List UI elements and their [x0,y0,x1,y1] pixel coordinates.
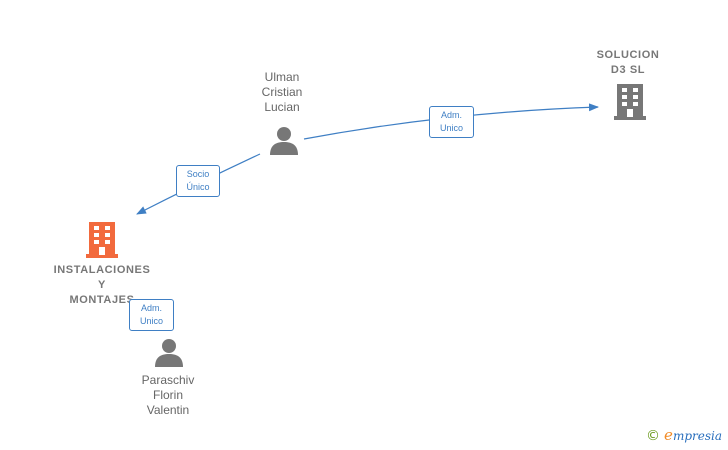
node-paraschiv-label: Paraschiv Florin Valentin [141,373,195,417]
copyright-symbol: © [646,428,661,444]
node-ulman[interactable]: Ulman Cristian Lucian [234,70,330,115]
node-paraschiv[interactable]: Paraschiv Florin Valentin [120,373,216,418]
building-icon[interactable] [614,84,646,120]
person-icon[interactable] [153,338,185,368]
node-solucion[interactable]: SOLUCION D3 SL [586,48,670,78]
building-icon[interactable] [86,222,118,258]
edge-tag-adm-instalaciones[interactable]: Adm. Unico [129,299,174,331]
edge-tag-adm-solucion[interactable]: Adm. Unico [429,106,474,138]
brand-logo: ©empresia [646,426,722,444]
edge-tag-socio[interactable]: Socio Único [176,165,220,197]
node-ulman-label: Ulman Cristian Lucian [261,70,303,114]
person-icon[interactable] [268,126,300,156]
node-instalaciones-label: INSTALACIONES Y MONTAJES [53,264,151,306]
node-solucion-label: SOLUCION D3 SL [596,49,660,76]
brand-name: mpresia [672,429,722,443]
node-instalaciones[interactable]: INSTALACIONES Y MONTAJES [40,263,164,308]
brand-initial: e [664,426,673,444]
